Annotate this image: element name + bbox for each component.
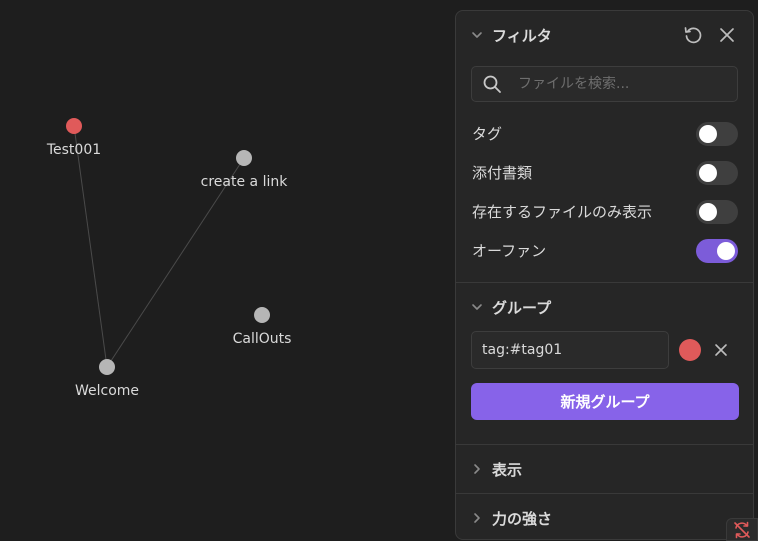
- display-title: 表示: [492, 460, 523, 479]
- toggle-label-tags: タグ: [472, 125, 503, 143]
- group-color-picker[interactable]: [679, 339, 701, 361]
- animate-icon: [733, 521, 751, 539]
- reset-icon[interactable]: [681, 23, 705, 47]
- toggle-row-tags: タグ: [456, 114, 753, 153]
- groups-section-header[interactable]: グループ: [456, 283, 753, 331]
- display-section-header[interactable]: 表示: [456, 445, 753, 493]
- group-query-input[interactable]: [471, 331, 669, 369]
- graph-edge: [106, 157, 245, 368]
- toggle-label-orphans: オーファン: [472, 242, 547, 260]
- graph-node-label: create a link: [201, 174, 289, 190]
- groups-title: グループ: [492, 298, 552, 317]
- section-divider: [456, 493, 753, 494]
- filters-title: フィルタ: [492, 26, 552, 45]
- chevron-down-icon: [470, 28, 484, 42]
- toggle-row-attachments: 添付書類: [456, 153, 753, 192]
- graph-node-create[interactable]: [236, 150, 252, 166]
- graph-settings-panel: フィルタ タグ 添付書類 存在するファイルのみ表示 オーファン: [455, 10, 754, 540]
- file-search-input[interactable]: [516, 75, 737, 93]
- animate-button[interactable]: [726, 518, 758, 541]
- toggle-knob: [699, 163, 717, 182]
- forces-section-header[interactable]: 力の強さ: [456, 494, 753, 539]
- graph-node-test001[interactable]: [66, 118, 82, 134]
- toggle-label-existing-only: 存在するファイルのみ表示: [472, 203, 653, 221]
- toggle-row-existing-only: 存在するファイルのみ表示: [456, 192, 753, 231]
- graph-node-welcome[interactable]: [99, 359, 115, 375]
- graph-node-callouts[interactable]: [254, 307, 270, 323]
- chevron-right-icon: [470, 462, 484, 476]
- forces-title: 力の強さ: [492, 509, 553, 528]
- chevron-right-icon: [470, 511, 484, 525]
- toggle-label-attachments: 添付書類: [472, 164, 533, 182]
- search-icon: [482, 74, 502, 94]
- chevron-down-icon: [470, 300, 484, 314]
- group-row: [471, 331, 738, 369]
- existing-only-toggle[interactable]: [696, 199, 738, 224]
- graph-edge: [73, 125, 108, 368]
- graph-node-label: CallOuts: [233, 331, 292, 347]
- file-search-box: [471, 66, 738, 102]
- orphans-toggle[interactable]: [696, 238, 738, 263]
- graph-node-label: Test001: [46, 142, 101, 158]
- toggle-knob: [717, 241, 735, 260]
- new-group-button[interactable]: 新規グループ: [471, 383, 739, 420]
- toggle-knob: [699, 124, 717, 143]
- filters-section-header[interactable]: フィルタ: [456, 11, 753, 59]
- graph-edges: [73, 125, 245, 368]
- section-divider: [456, 444, 753, 445]
- toggle-knob: [699, 202, 717, 221]
- close-icon[interactable]: [715, 23, 739, 47]
- toggle-row-orphans: オーファン: [456, 231, 753, 270]
- graph-node-label: Welcome: [75, 383, 139, 399]
- attachments-toggle[interactable]: [696, 160, 738, 185]
- section-divider: [456, 282, 753, 283]
- remove-group-icon[interactable]: [709, 338, 733, 362]
- tags-toggle[interactable]: [696, 121, 738, 146]
